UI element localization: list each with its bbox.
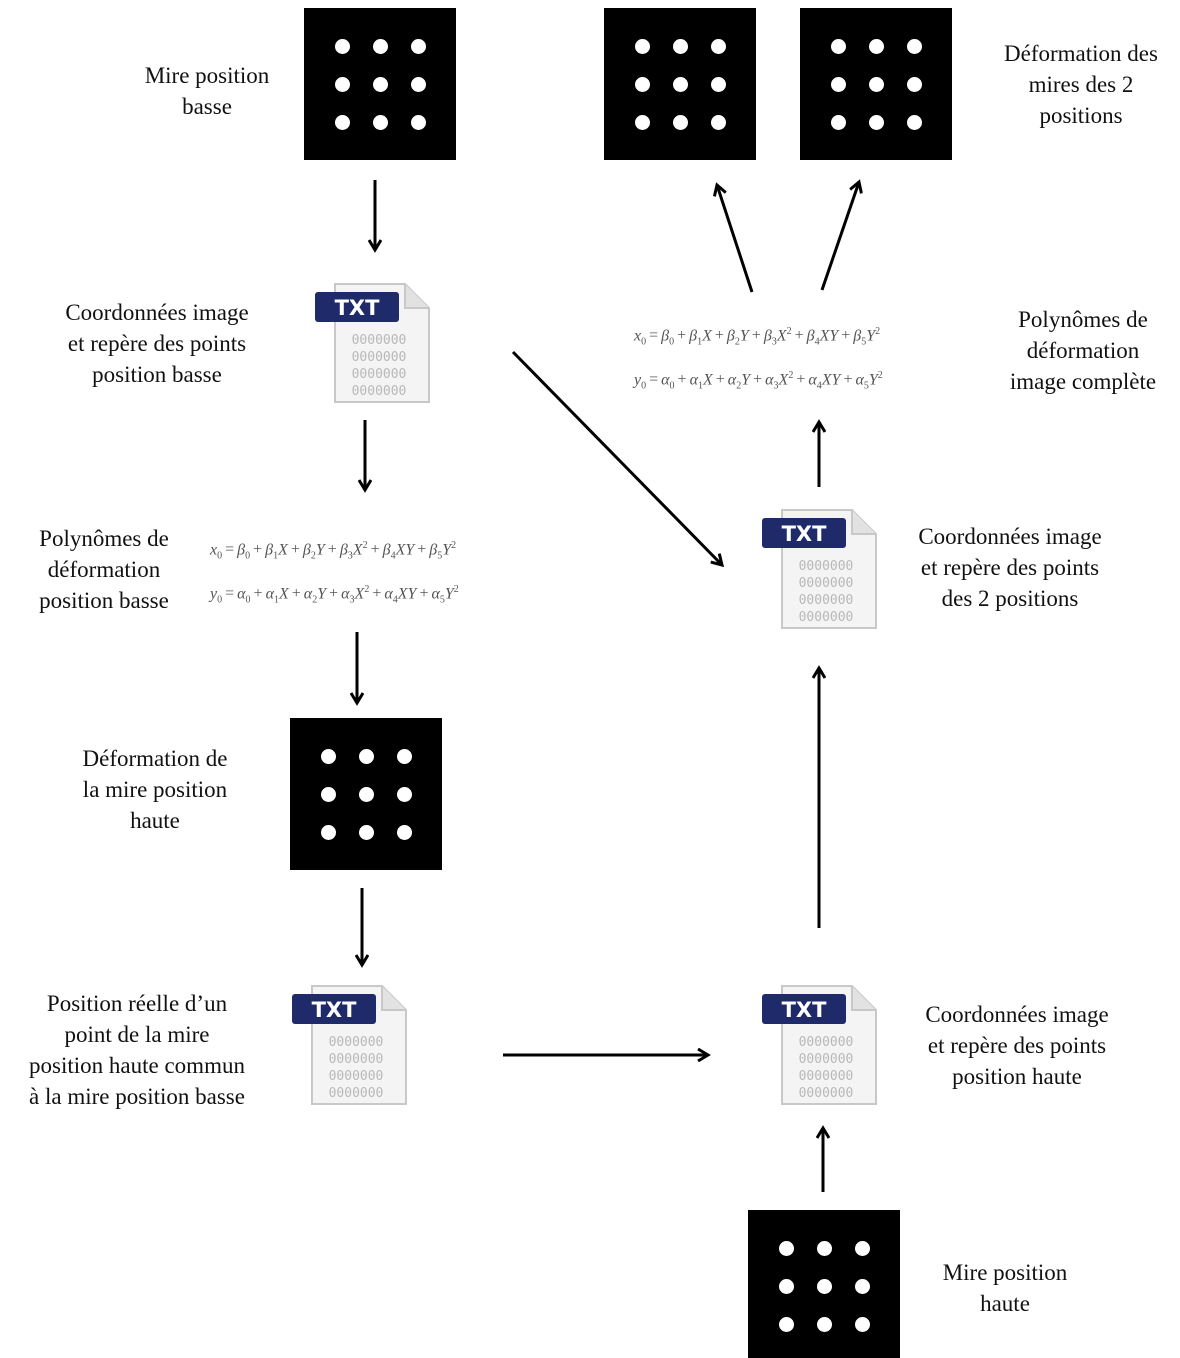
mire-dot bbox=[830, 114, 846, 130]
mire-basse-image bbox=[304, 8, 456, 160]
mire-dot bbox=[710, 38, 726, 54]
txt-row: 0000000 bbox=[352, 350, 407, 365]
label-coordonnees-haute: Coordonnées image et repère des points p… bbox=[925, 1002, 1109, 1089]
txt-row: 0000000 bbox=[799, 610, 854, 625]
txt-file-icon: TXT 0000000 0000000 0000000 0000000 bbox=[315, 283, 430, 403]
mire-dot bbox=[358, 786, 374, 802]
formula-y0-basse: y0=α0+α1X+α2Y+α3X2+α4XY+α5Y2 bbox=[210, 584, 459, 606]
txt-row: 0000000 bbox=[799, 576, 854, 591]
txt-file-icon: TXT 0000000 0000000 0000000 0000000 bbox=[762, 509, 877, 629]
mire-dot bbox=[816, 1278, 832, 1294]
mire-deform-left-image bbox=[604, 8, 756, 160]
txt-row: 0000000 bbox=[799, 559, 854, 574]
label-polynomes-complete: Polynômes de déformation image complète bbox=[1009, 307, 1157, 394]
mire-dot bbox=[320, 786, 336, 802]
label-mire-position-basse: Mire position basse bbox=[144, 63, 270, 119]
txt-row: 0000000 bbox=[329, 1086, 384, 1101]
txt-badge-label: TXT bbox=[312, 998, 358, 1022]
mire-dot bbox=[410, 114, 426, 130]
mire-dot bbox=[396, 786, 412, 802]
mire-dot bbox=[778, 1278, 794, 1294]
mire-deform-right-image bbox=[800, 8, 952, 160]
label-polynomes-basse: Polynômes de déformation position basse bbox=[39, 526, 169, 613]
mire-dot bbox=[906, 76, 922, 92]
mire-dot bbox=[710, 114, 726, 130]
txt-row: 0000000 bbox=[799, 1035, 854, 1050]
mire-dot bbox=[396, 748, 412, 764]
mire-dot bbox=[672, 38, 688, 54]
txt-row: 0000000 bbox=[329, 1035, 384, 1050]
mire-dot bbox=[778, 1240, 794, 1256]
txt-badge-label: TXT bbox=[782, 522, 828, 546]
txt-row: 0000000 bbox=[799, 1052, 854, 1067]
txt-row: 0000000 bbox=[329, 1052, 384, 1067]
mire-dot bbox=[854, 1240, 870, 1256]
mire-dot bbox=[372, 38, 388, 54]
arrow-poly-complete-to-mire-left bbox=[717, 185, 754, 293]
txt-file-icon: TXT 0000000 0000000 0000000 0000000 bbox=[292, 985, 407, 1105]
mire-dot bbox=[410, 38, 426, 54]
mire-dot bbox=[868, 76, 884, 92]
txt-row: 0000000 bbox=[799, 1086, 854, 1101]
mire-dot bbox=[634, 38, 650, 54]
mire-haute-image bbox=[748, 1210, 900, 1358]
mire-dot bbox=[334, 38, 350, 54]
txt-row: 0000000 bbox=[329, 1069, 384, 1084]
mire-dot bbox=[906, 114, 922, 130]
formula-x0-complete: x0=β0+β1X+β2Y+β3X2+β4XY+β5Y2 bbox=[634, 326, 881, 348]
label-coordonnees-basse: Coordonnées image et repère des points p… bbox=[65, 300, 249, 387]
mire-dot bbox=[334, 114, 350, 130]
mire-dot bbox=[868, 114, 884, 130]
mire-dot bbox=[320, 748, 336, 764]
label-deformation-haute: Déformation de la mire position haute bbox=[82, 746, 228, 833]
txt-badge-label: TXT bbox=[335, 296, 381, 320]
txt-row: 0000000 bbox=[799, 593, 854, 608]
txt-file-icon: TXT 0000000 0000000 0000000 0000000 bbox=[762, 985, 877, 1105]
mire-deform-haute-image bbox=[290, 718, 442, 870]
mire-dot bbox=[410, 76, 426, 92]
mire-dot bbox=[634, 76, 650, 92]
mire-dot bbox=[830, 38, 846, 54]
txt-badge-label: TXT bbox=[782, 998, 828, 1022]
arrow-coord-basse-to-coord-2 bbox=[511, 350, 722, 565]
mire-dot bbox=[854, 1278, 870, 1294]
mire-dot bbox=[778, 1316, 794, 1332]
mire-dot bbox=[906, 38, 922, 54]
mire-dot bbox=[396, 824, 412, 840]
mire-dot bbox=[372, 76, 388, 92]
mire-dot bbox=[358, 824, 374, 840]
mire-dot bbox=[372, 114, 388, 130]
mire-dot bbox=[816, 1316, 832, 1332]
txt-row: 0000000 bbox=[352, 384, 407, 399]
mire-dot bbox=[868, 38, 884, 54]
label-coordonnees-2-positions: Coordonnées image et repère des points d… bbox=[918, 524, 1102, 611]
formula-y0-complete: y0=α0+α1X+α2Y+α3X2+α4XY+α5Y2 bbox=[634, 370, 883, 392]
mire-dot bbox=[358, 748, 374, 764]
mire-dot bbox=[320, 824, 336, 840]
mire-dot bbox=[672, 114, 688, 130]
label-mire-position-haute: Mire position haute bbox=[942, 1260, 1068, 1316]
mire-dot bbox=[672, 76, 688, 92]
txt-row: 0000000 bbox=[799, 1069, 854, 1084]
formula-x0-basse: x0=β0+β1X+β2Y+β3X2+β4XY+β5Y2 bbox=[210, 540, 457, 562]
txt-row: 0000000 bbox=[352, 333, 407, 348]
mire-dot bbox=[816, 1240, 832, 1256]
label-position-reelle: Position réelle d’un point de la mire po… bbox=[29, 991, 245, 1109]
mire-dot bbox=[710, 76, 726, 92]
txt-row: 0000000 bbox=[352, 367, 407, 382]
arrow-poly-complete-to-mire-right bbox=[820, 182, 859, 291]
mire-dot bbox=[334, 76, 350, 92]
mire-dot bbox=[830, 76, 846, 92]
mire-dot bbox=[634, 114, 650, 130]
label-deformation-2-positions: Déformation des mires des 2 positions bbox=[1004, 41, 1158, 128]
mire-dot bbox=[854, 1316, 870, 1332]
